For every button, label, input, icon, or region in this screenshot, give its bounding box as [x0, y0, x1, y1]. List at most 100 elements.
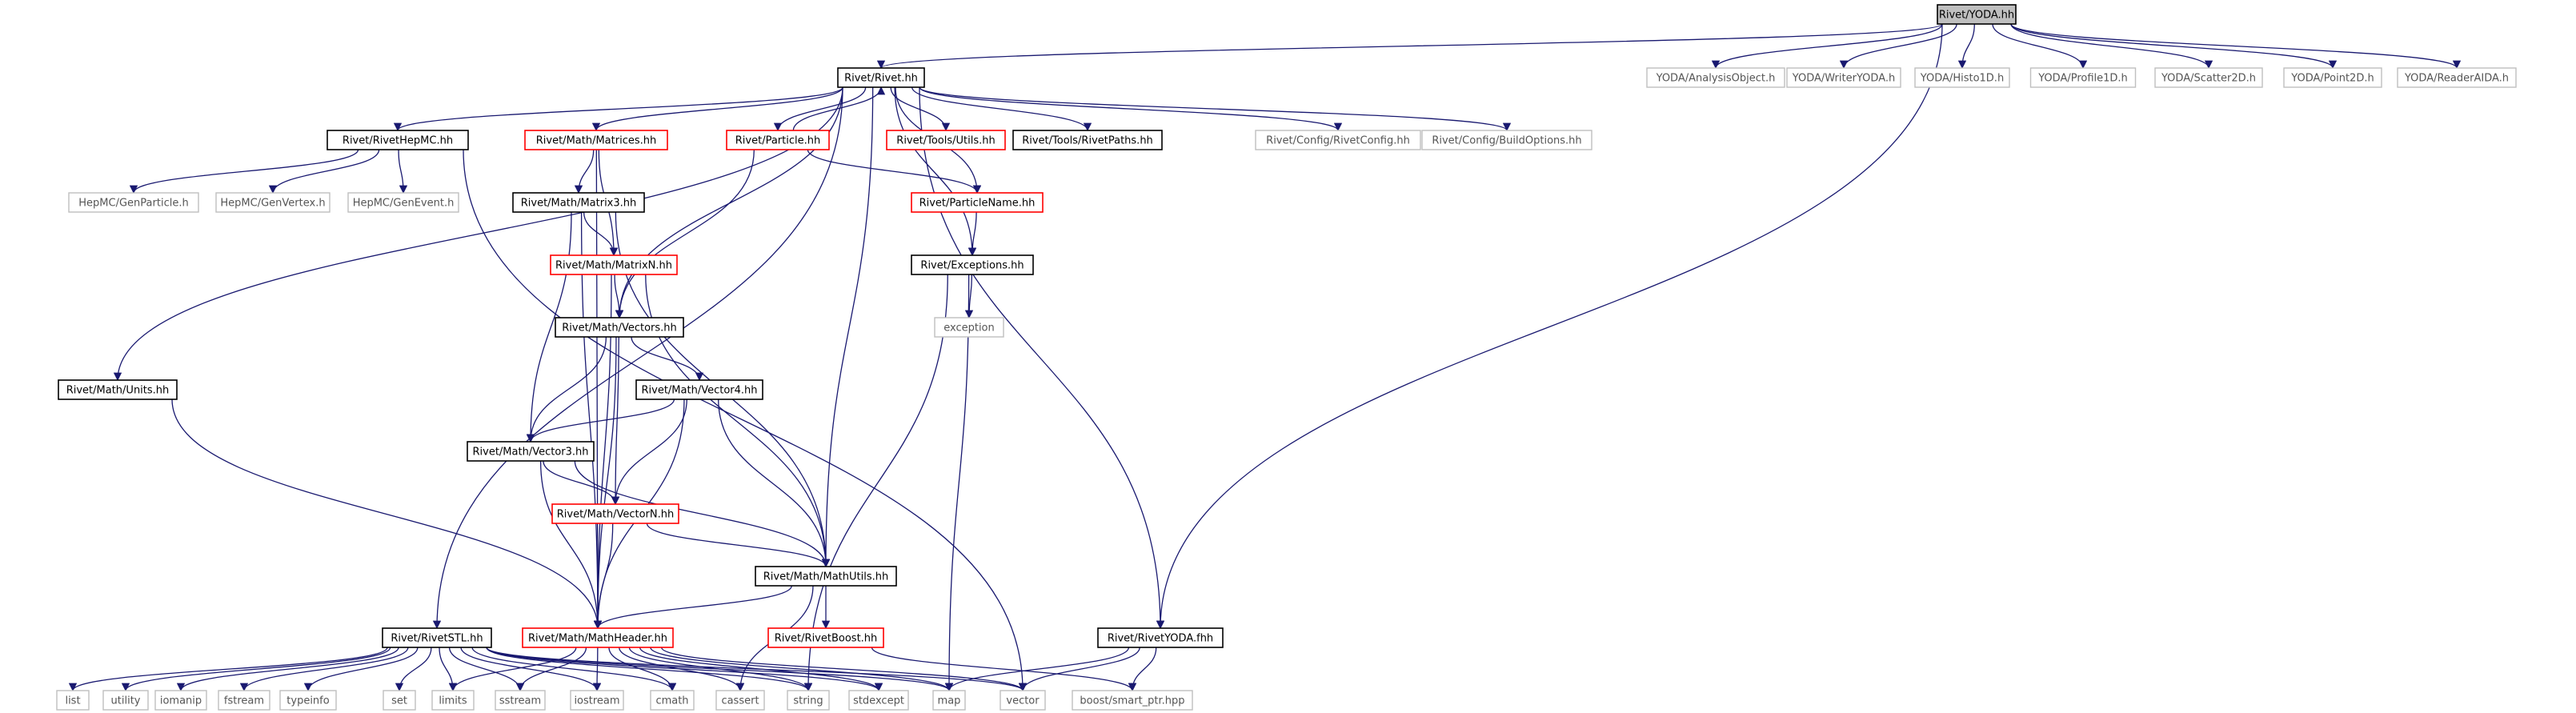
node-m3[interactable]: Rivet/Math/Matrix3.hh — [512, 192, 645, 213]
node-ywy: YODA/WriterYODA.h — [1786, 67, 1901, 88]
edge-exc-to-exception — [964, 274, 974, 319]
node-box-matrices — [524, 130, 668, 150]
node-box-vector — [1000, 690, 1046, 711]
node-box-yao — [1646, 67, 1785, 88]
node-label-genevt: HepMC/GenEvent.h — [353, 198, 455, 210]
edge-mh-to-sstream — [515, 647, 587, 692]
node-label-yao: YODA/AnalysisObject.h — [1656, 73, 1776, 85]
node-label-genpart: HepMC/GenParticle.h — [78, 198, 188, 210]
edge-rivet-to-ryoda — [919, 86, 1165, 630]
node-box-mn — [550, 254, 678, 275]
node-label-stl: Rivet/RivetSTL.hh — [391, 633, 483, 645]
node-matrices[interactable]: Rivet/Math/Matrices.hh — [524, 130, 668, 150]
node-box-units — [58, 379, 178, 400]
edge-v3-to-mu — [574, 460, 831, 568]
edge-ryoda-to-map — [944, 647, 1130, 692]
edge-rivet-to-hepmc — [393, 86, 843, 132]
edge-boost-to-sptr — [871, 647, 1137, 692]
node-v3[interactable]: Rivet/Math/Vector3.hh — [467, 441, 595, 462]
edge-particle-to-rivet — [792, 86, 886, 131]
node-label-root: Rivet/YODA.hh — [1939, 10, 2014, 22]
node-box-stdexcept — [848, 690, 909, 711]
node-box-genevt — [347, 192, 459, 213]
node-yh1: YODA/Histo1D.h — [1914, 67, 2010, 88]
node-bopt: Rivet/Config/BuildOptions.hh — [1421, 130, 1592, 150]
node-box-yh1 — [1914, 67, 2010, 88]
node-v4[interactable]: Rivet/Math/Vector4.hh — [635, 379, 763, 400]
node-iostream: iostream — [570, 690, 624, 711]
edge-stl-to-cmath — [471, 647, 677, 692]
node-particle[interactable]: Rivet/Particle.hh — [726, 130, 830, 150]
node-label-yp1: YODA/Profile1D.h — [2037, 73, 2128, 85]
node-box-set — [383, 690, 416, 711]
node-stl[interactable]: Rivet/RivetSTL.hh — [382, 627, 492, 648]
node-label-mn: Rivet/Math/MatrixN.hh — [555, 260, 672, 272]
node-label-vector: vector — [1006, 695, 1040, 707]
node-genvtx: HepMC/GenVertex.h — [215, 192, 331, 213]
edge-mn-to-vectors — [614, 274, 624, 319]
node-ryoda[interactable]: Rivet/RivetYODA.fhh — [1097, 627, 1224, 648]
node-label-sptr: boost/smart_ptr.hpp — [1080, 695, 1184, 707]
edge-rivet-to-bopt — [919, 86, 1511, 132]
node-label-m3: Rivet/Math/Matrix3.hh — [521, 198, 637, 210]
node-root[interactable]: Rivet/YODA.hh — [1937, 4, 2017, 25]
node-box-genvtx — [215, 192, 331, 213]
node-units[interactable]: Rivet/Math/Units.hh — [58, 379, 178, 400]
edge-stl-to-list — [68, 647, 388, 692]
node-vn[interactable]: Rivet/Math/VectorN.hh — [551, 503, 679, 524]
edge-vn-to-mh — [593, 523, 614, 630]
edge-stl-to-set — [395, 647, 432, 692]
node-utils[interactable]: Rivet/Tools/Utils.hh — [886, 130, 1006, 150]
node-label-ywy: YODA/WriterYODA.h — [1792, 73, 1895, 85]
node-box-mu — [755, 566, 897, 587]
node-box-pname — [911, 192, 1044, 213]
edge-root-to-ywy — [1839, 23, 1957, 70]
node-label-yh1: YODA/Histo1D.h — [1920, 73, 2004, 85]
node-rivet[interactable]: Rivet/Rivet.hh — [837, 67, 925, 88]
node-hepmc[interactable]: Rivet/RivetHepMC.hh — [327, 130, 469, 150]
node-box-vn — [551, 503, 679, 524]
edge-stl-to-fstream — [239, 647, 409, 692]
node-label-v4: Rivet/Math/Vector4.hh — [641, 385, 757, 397]
node-label-ryoda: Rivet/RivetYODA.fhh — [1108, 633, 1213, 645]
node-label-stdexcept: stdexcept — [853, 695, 904, 707]
node-label-matrices: Rivet/Math/Matrices.hh — [536, 135, 656, 147]
node-box-limits — [431, 690, 475, 711]
node-set: set — [383, 690, 416, 711]
node-box-typeinfo — [279, 690, 337, 711]
node-pname[interactable]: Rivet/ParticleName.hh — [911, 192, 1044, 213]
node-box-ypt — [2283, 67, 2382, 88]
edge-exc-to-string — [803, 274, 948, 692]
edge-mh-to-map — [650, 647, 954, 692]
node-boost[interactable]: Rivet/RivetBoost.hh — [767, 627, 884, 648]
node-exception: exception — [934, 317, 1004, 338]
node-box-hepmc — [327, 130, 469, 150]
edge-ryoda-to-vector — [1018, 647, 1140, 692]
edge-stl-to-iomanip — [176, 647, 399, 692]
edges — [68, 23, 2462, 692]
node-mh[interactable]: Rivet/Math/MathHeader.hh — [522, 627, 674, 648]
node-label-iomanip: iomanip — [160, 695, 202, 707]
edge-vectors-to-mh — [593, 336, 617, 630]
node-exc[interactable]: Rivet/Exceptions.hh — [911, 254, 1034, 275]
edge-root-to-yp1 — [1992, 23, 2088, 70]
node-box-iostream — [570, 690, 624, 711]
node-label-mu: Rivet/Math/MathUtils.hh — [763, 571, 888, 583]
node-genpart: HepMC/GenParticle.h — [68, 192, 199, 213]
node-label-mh: Rivet/Math/MathHeader.hh — [528, 633, 667, 645]
node-mu[interactable]: Rivet/Math/MathUtils.hh — [755, 566, 897, 587]
node-limits: limits — [431, 690, 475, 711]
node-box-sstream — [495, 690, 546, 711]
edge-rivet-to-cfg — [919, 86, 1343, 132]
edge-matrices-to-mh — [593, 149, 603, 630]
node-paths[interactable]: Rivet/Tools/RivetPaths.hh — [1012, 130, 1163, 150]
node-label-exception: exception — [943, 322, 995, 334]
node-vectors[interactable]: Rivet/Math/Vectors.hh — [555, 317, 684, 338]
edge-hepmc-to-genevt — [398, 149, 408, 194]
edge-stl-to-utility — [121, 647, 391, 692]
edge-mu-to-mh — [593, 585, 792, 630]
node-typeinfo: typeinfo — [279, 690, 337, 711]
node-mn[interactable]: Rivet/Math/MatrixN.hh — [550, 254, 678, 275]
node-label-rivet: Rivet/Rivet.hh — [844, 73, 918, 85]
node-ypt: YODA/Point2D.h — [2283, 67, 2382, 88]
